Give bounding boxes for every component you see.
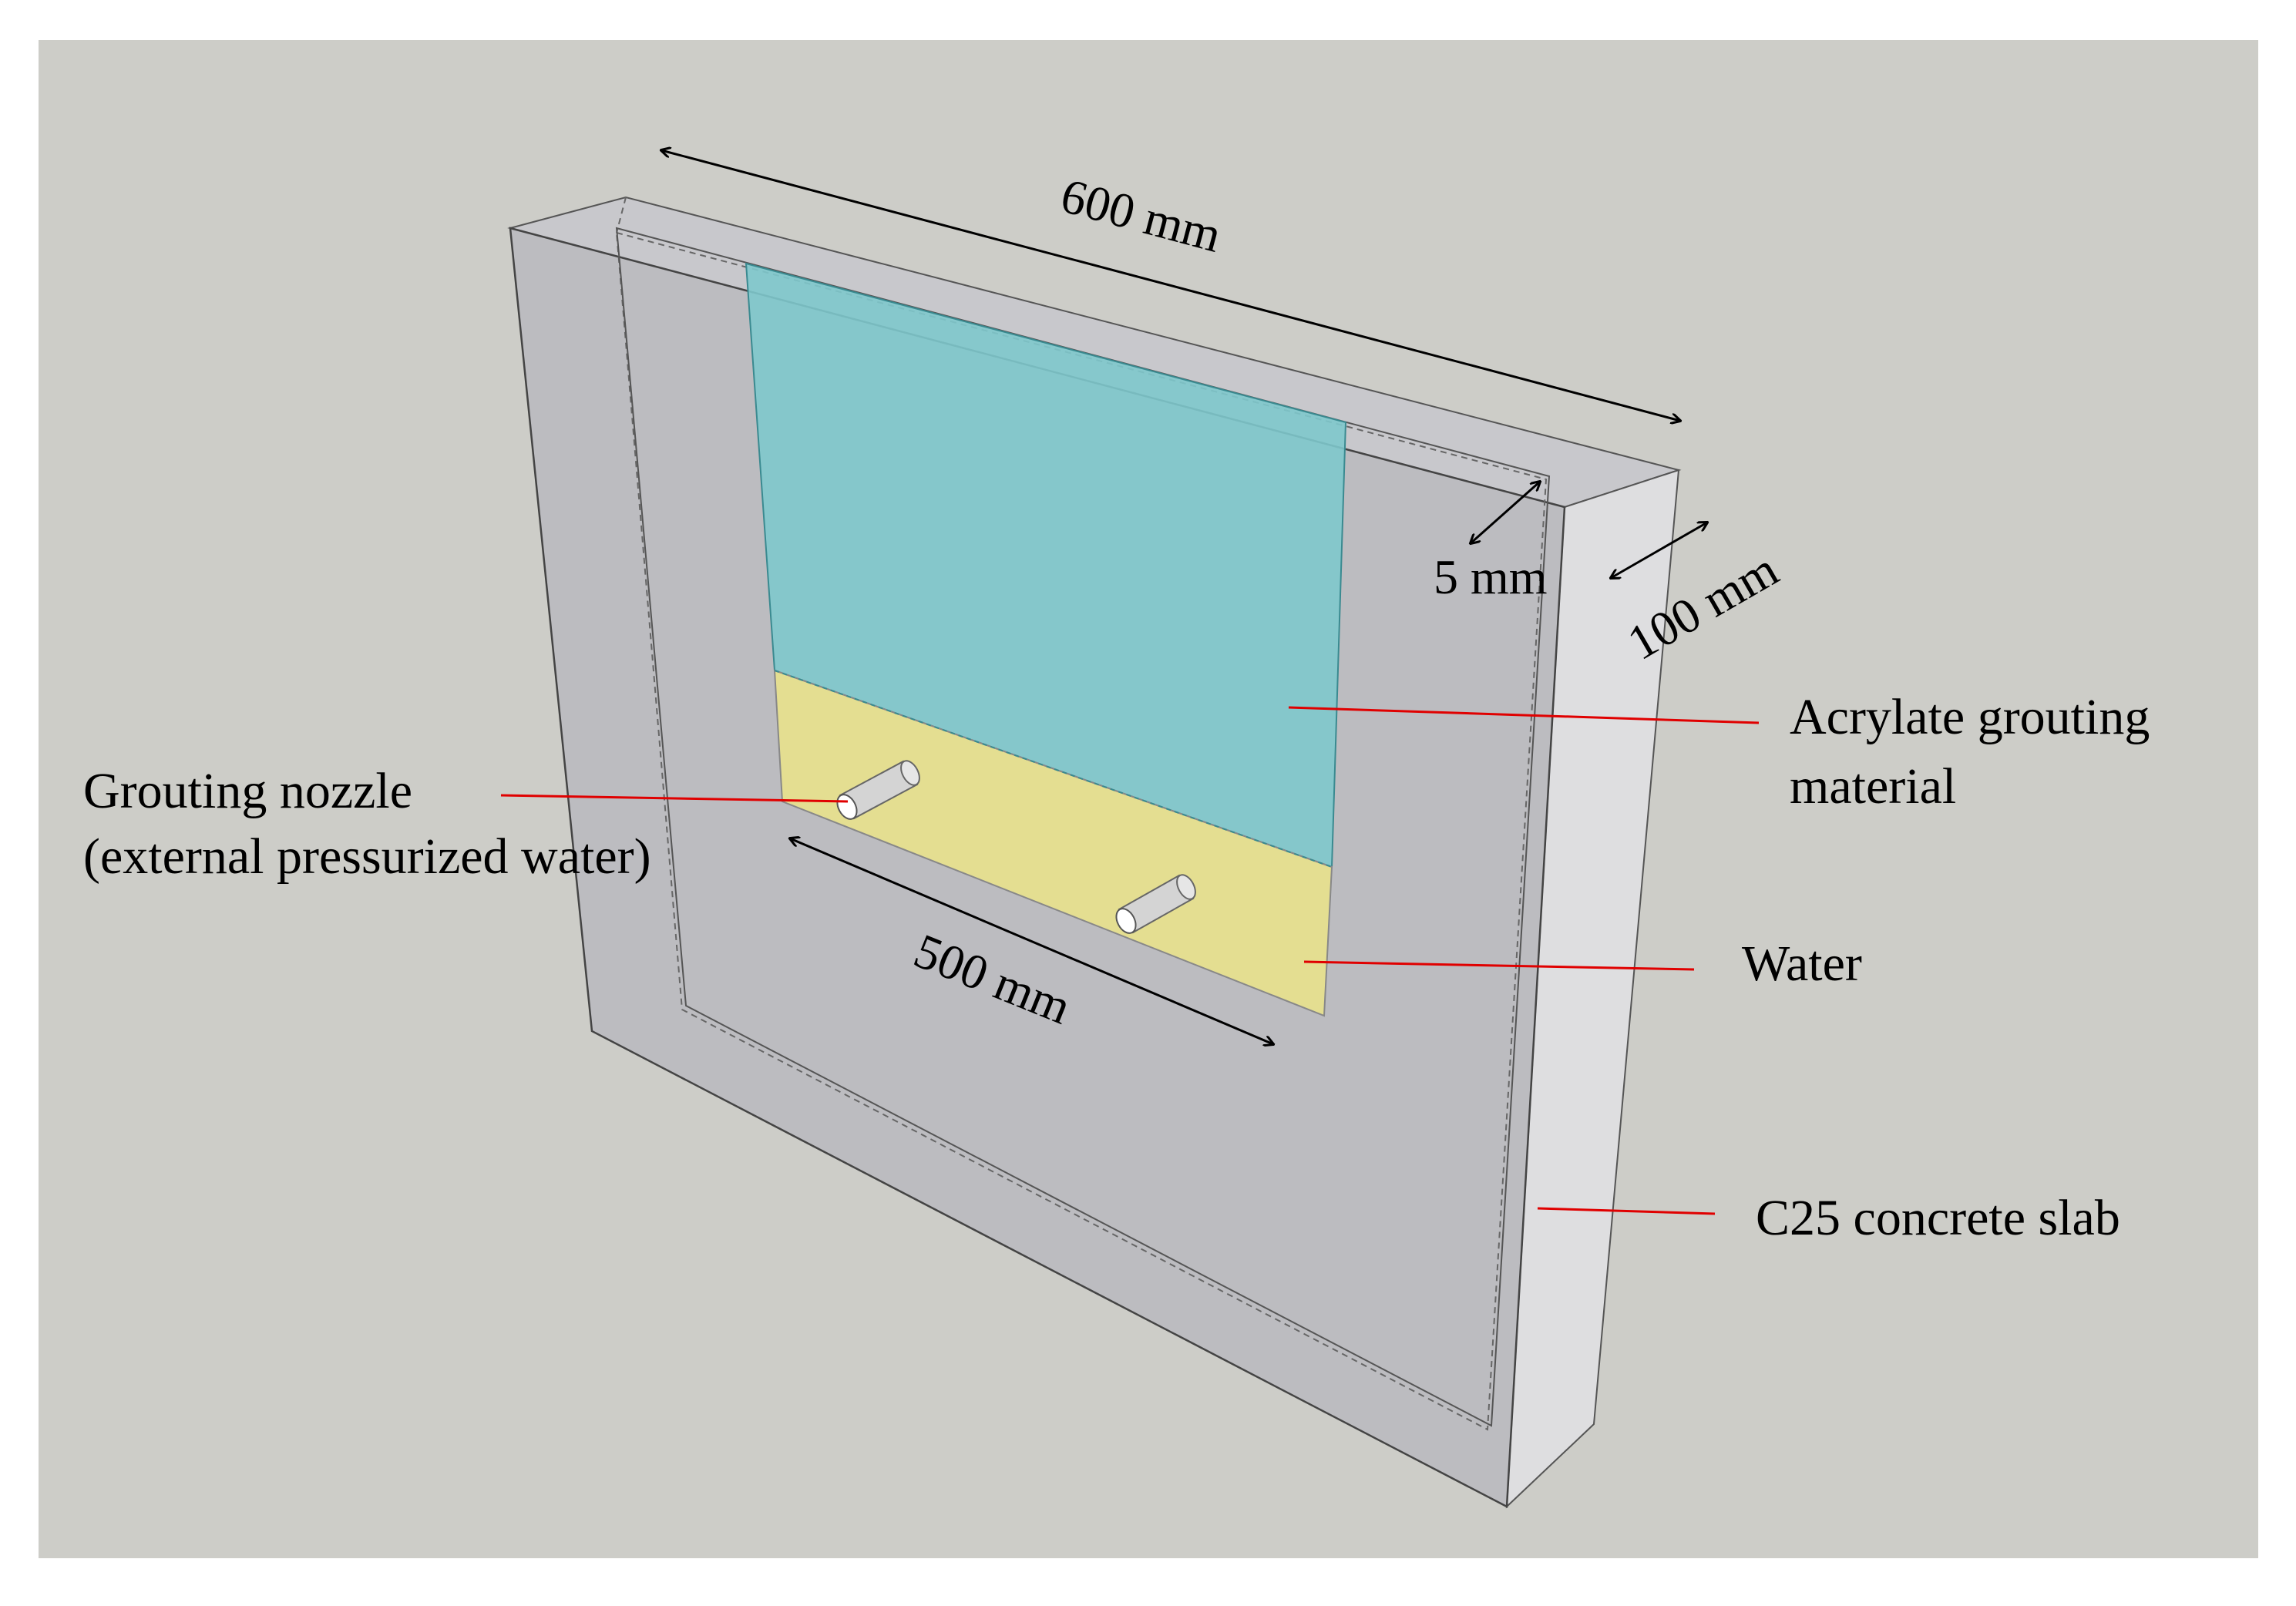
label-grout-line1: Acrylate grouting — [1790, 689, 2150, 745]
dim-arrow-100 — [1611, 522, 1707, 578]
dim-arrow-600 — [661, 150, 1680, 421]
label-slab: C25 concrete slab — [1756, 1190, 2120, 1246]
leader-grout — [1288, 706, 1760, 724]
dim-arrow-500 — [790, 838, 1273, 1044]
label-water: Water — [1742, 936, 1862, 992]
dim-arrow-5 — [1471, 482, 1540, 543]
leader-slab — [1537, 1207, 1716, 1215]
dim-label-5: 5 mm — [1434, 549, 1548, 604]
slab-hidden-edge — [616, 197, 627, 234]
label-nozzle-line1: Grouting nozzle — [83, 763, 412, 819]
label-nozzle-line2: (external pressurized water) — [83, 828, 651, 885]
label-grout-line2: material — [1790, 758, 1956, 815]
leader-nozzle — [500, 794, 849, 803]
grout-water-interface — [774, 670, 1333, 868]
leader-water — [1303, 960, 1695, 971]
